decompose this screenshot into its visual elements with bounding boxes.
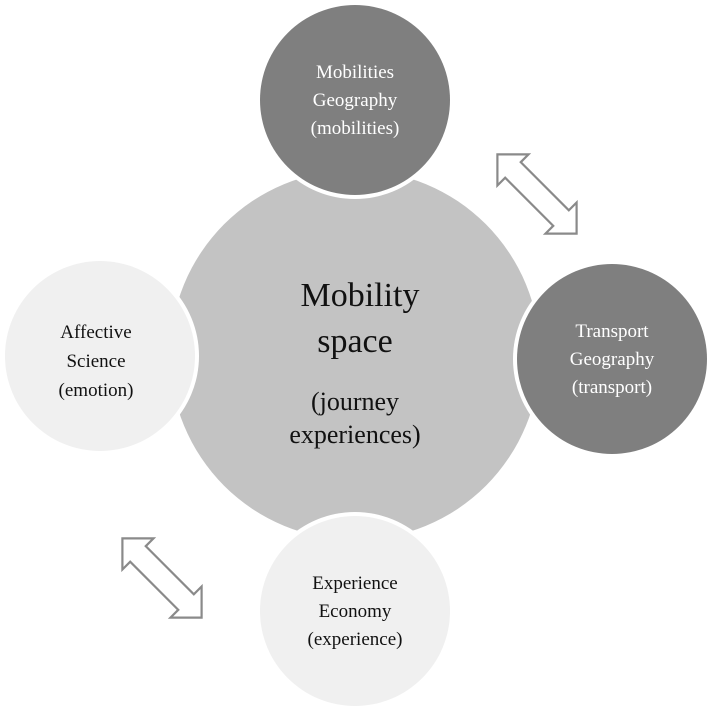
node-bottom-line-1: Experience xyxy=(312,573,397,594)
center-subtitle-line-1: (journey xyxy=(311,387,399,416)
node-left-line-1: Affective xyxy=(60,322,131,343)
node-experience-economy: Experience Economy (experience) xyxy=(256,512,454,710)
center-circle xyxy=(170,170,540,540)
node-top-circle xyxy=(260,5,450,195)
double-arrow-icon xyxy=(496,153,578,235)
node-bottom-line-3: (experience) xyxy=(308,629,403,650)
node-bottom-circle xyxy=(260,516,450,706)
node-top-line-2: Geography xyxy=(313,90,398,111)
node-right-line-3: (transport) xyxy=(572,377,652,398)
center-subtitle-line-2: experiences) xyxy=(289,420,420,449)
center-title-line-1: Mobility xyxy=(300,277,419,314)
node-transport-geography: Transport Geography (transport) xyxy=(513,260,711,458)
node-mobilities-geography: Mobilities Geography (mobilities) xyxy=(256,1,454,199)
center-node: Mobility space (journey experiences) xyxy=(170,170,540,540)
node-left-circle xyxy=(5,261,195,451)
node-affective-science: Affective Science (emotion) xyxy=(1,257,199,455)
node-right-line-2: Geography xyxy=(570,349,655,370)
node-bottom-line-2: Economy xyxy=(319,601,392,622)
node-right-line-1: Transport xyxy=(575,321,649,342)
node-top-line-3: (mobilities) xyxy=(311,118,400,139)
node-left-line-3: (emotion) xyxy=(59,380,134,401)
node-top-line-1: Mobilities xyxy=(316,62,394,83)
node-left-line-2: Science xyxy=(66,351,125,372)
double-arrow-top-right-shape xyxy=(496,153,578,235)
double-arrow-icon xyxy=(121,537,203,619)
node-right-circle xyxy=(517,264,707,454)
center-title-line-2: space xyxy=(317,323,393,360)
double-arrow-bottom-left-shape xyxy=(121,537,203,619)
